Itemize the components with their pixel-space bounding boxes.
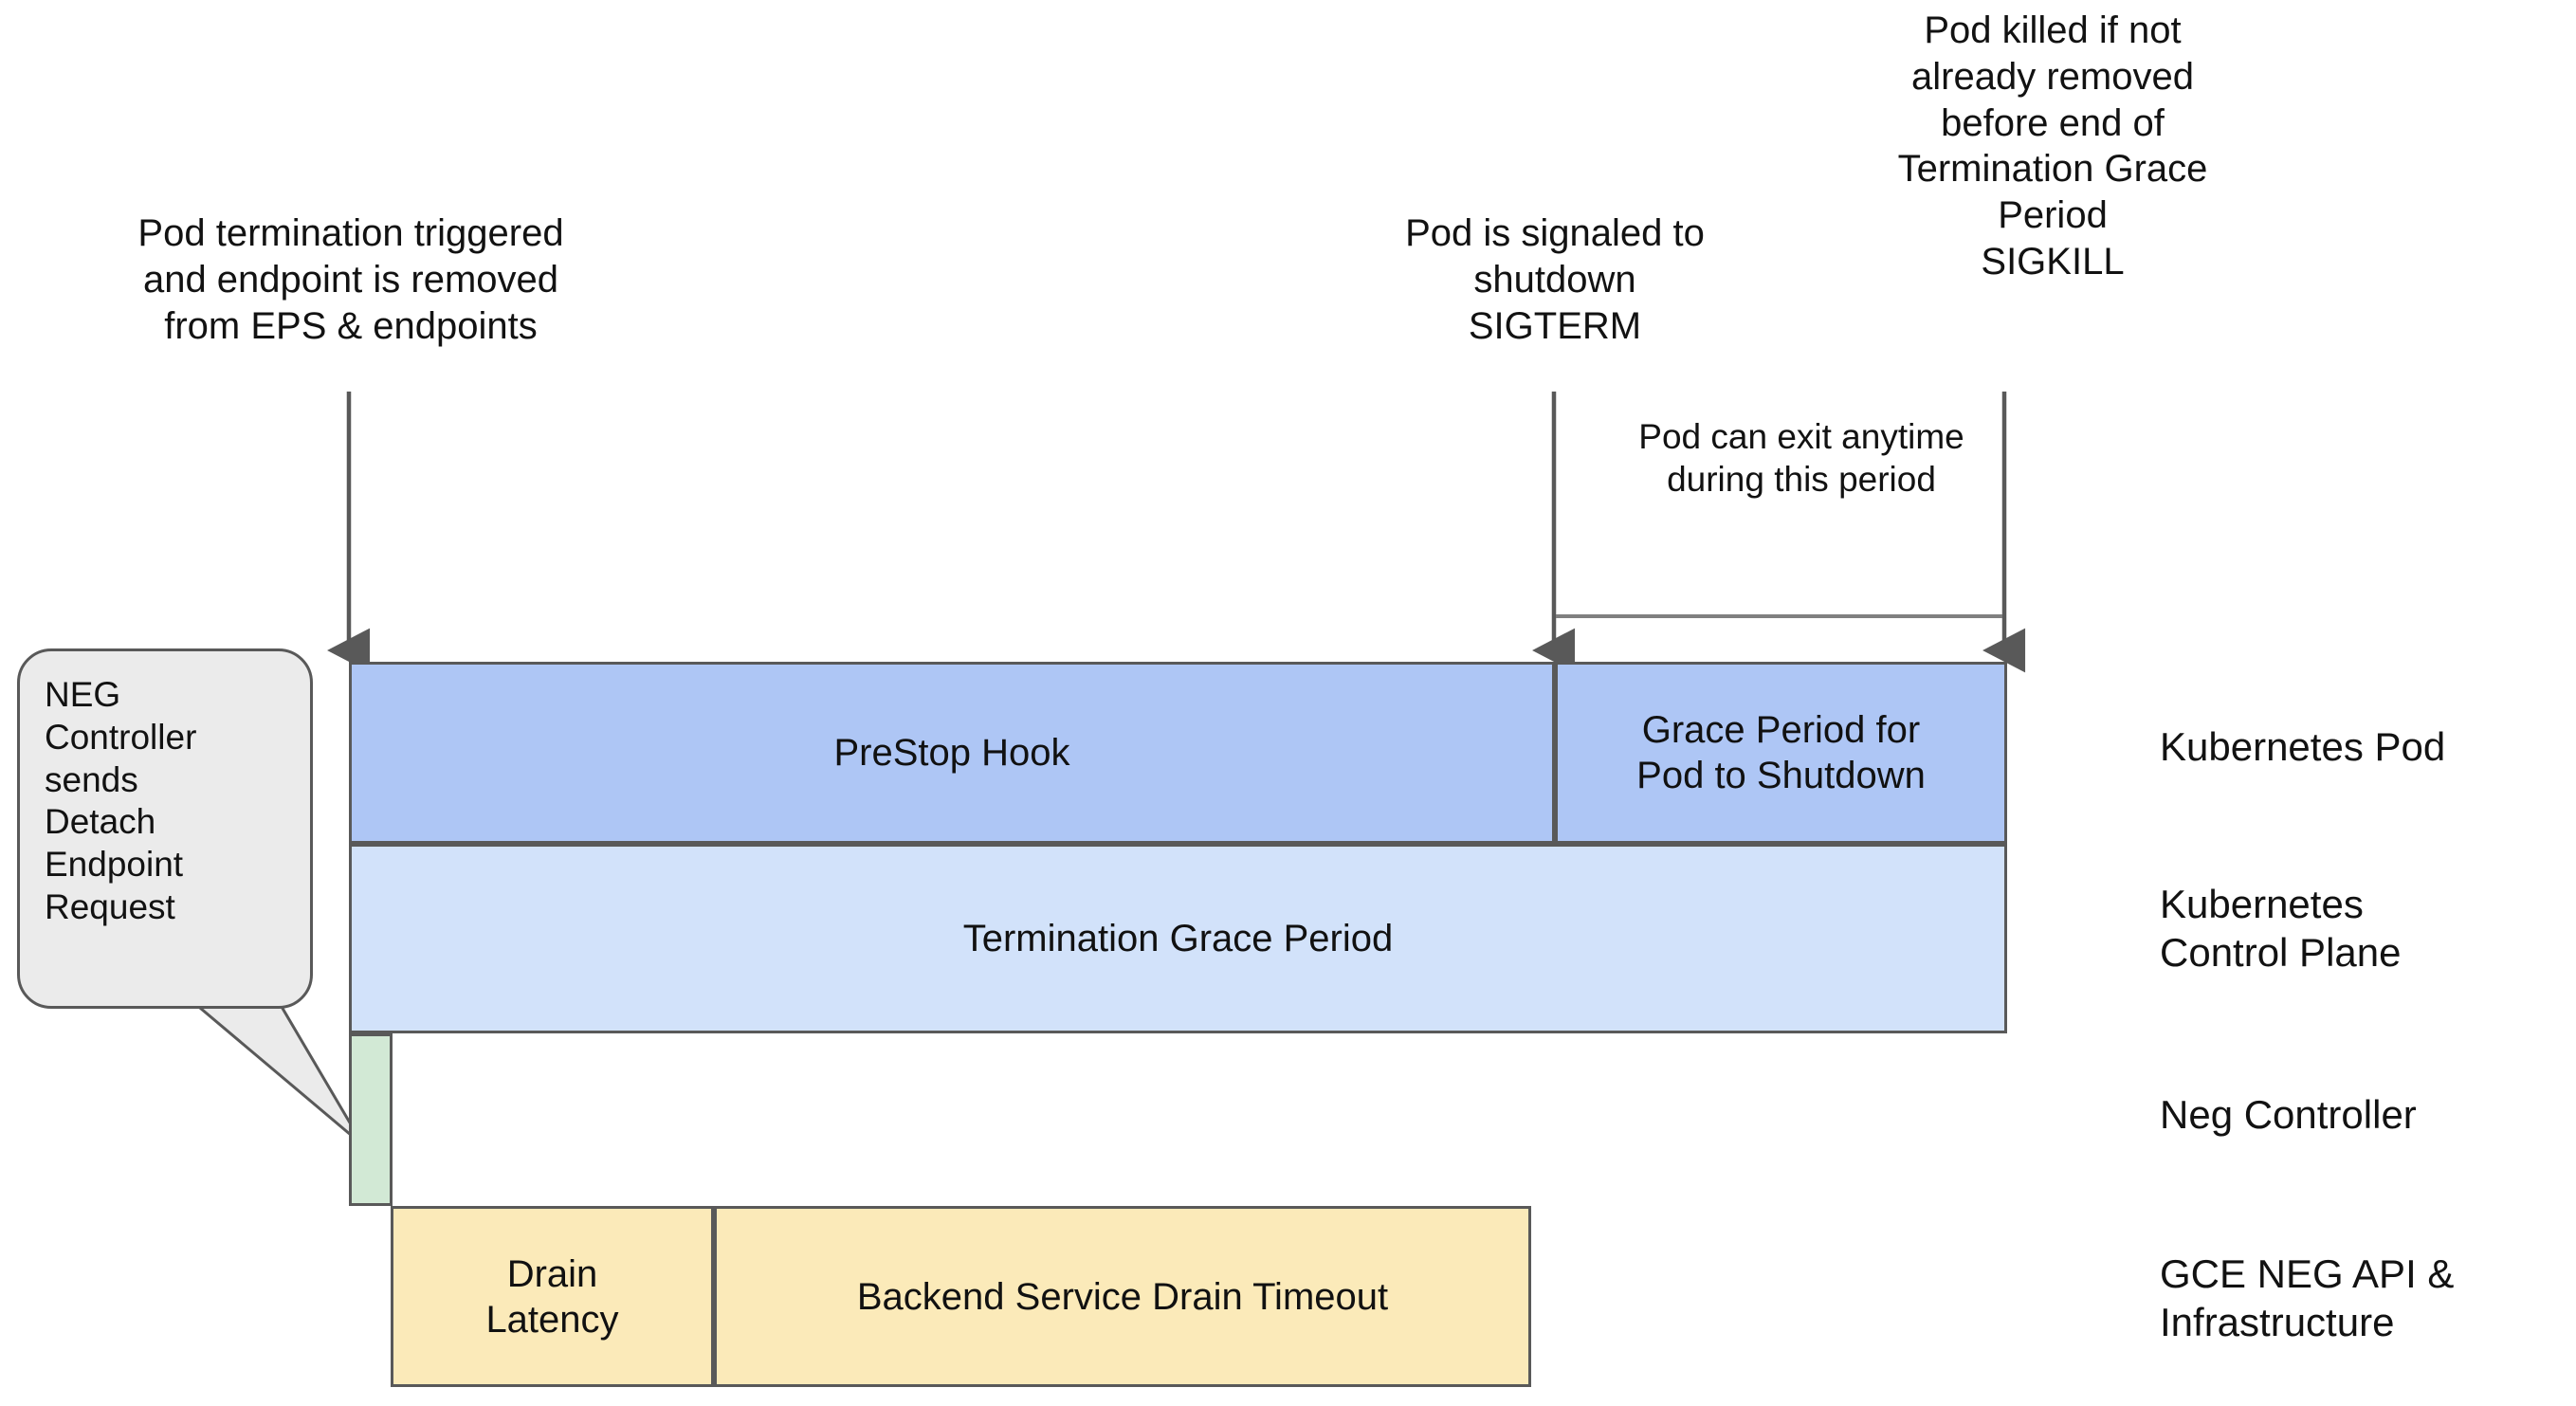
- bar-backend-service-drain-timeout: Backend Service Drain Timeout: [714, 1206, 1531, 1387]
- bar-grace-period-for-pod-to-shutdown: Grace Period for Pod to Shutdown: [1555, 662, 2007, 844]
- annotation-pod-can-exit-anytime: Pod can exit anytime during this period: [1638, 417, 1964, 500]
- lane-label-kubernetes-control-plane: Kubernetes Control Plane: [2160, 882, 2402, 976]
- annotation-pod-termination-triggered: Pod termination triggered and endpoint i…: [137, 212, 564, 347]
- lane-label-gce-neg-api-infrastructure: GCE NEG API & Infrastructure: [2160, 1251, 2455, 1345]
- lane-label-neg-controller: Neg Controller: [2160, 1092, 2417, 1137]
- bar-neg-controller-detach: [349, 1033, 393, 1206]
- annotation-sigkill: Pod killed if not already removed before…: [1897, 9, 2208, 283]
- bar-termination-grace-period: Termination Grace Period: [349, 844, 2007, 1033]
- lane-label-kubernetes-pod: Kubernetes Pod: [2160, 724, 2446, 769]
- callout-tail: [191, 994, 365, 1147]
- callout-neg-controller-detach-request: NEG Controller sends Detach Endpoint Req…: [17, 648, 313, 1009]
- annotation-sigterm: Pod is signaled to shutdown SIGTERM: [1405, 212, 1705, 347]
- bar-prestop-hook: PreStop Hook: [349, 662, 1555, 844]
- bar-drain-latency: Drain Latency: [391, 1206, 714, 1387]
